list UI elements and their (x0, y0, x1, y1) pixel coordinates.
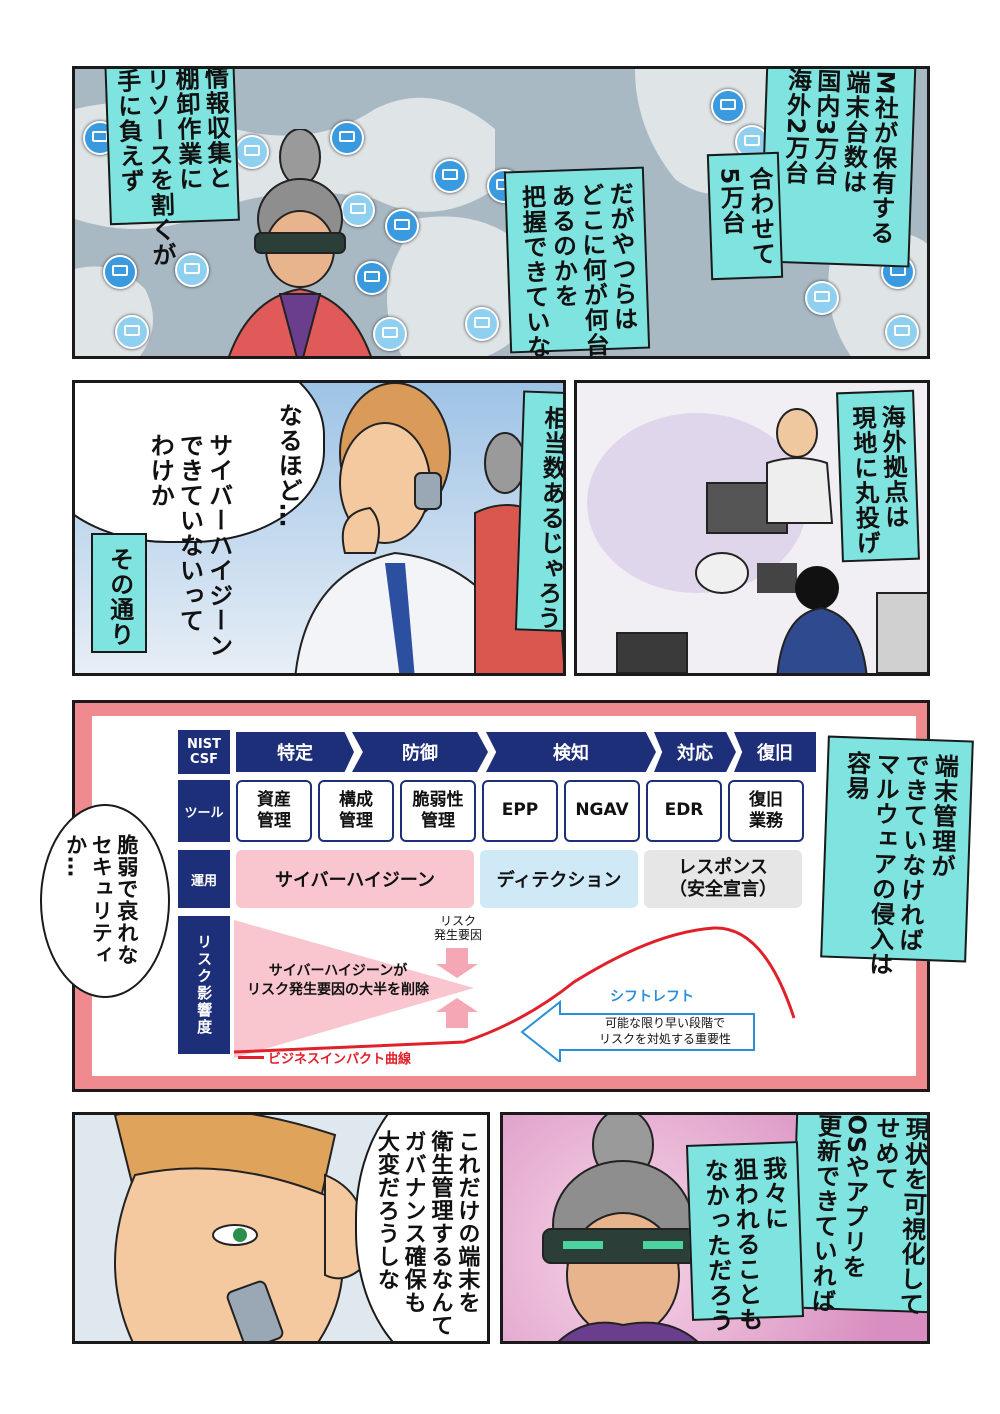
caption-device-count: M社が保有する 端末台数は 国内3万台 海外2万台 (759, 69, 917, 268)
caption-overseas: 海外拠点は 現地に丸投げ (836, 389, 920, 563)
computer-icon (433, 159, 467, 193)
row-label-risk: リスク影響度 (178, 916, 230, 1054)
computer-icon (355, 261, 389, 295)
old-woman-figure (228, 129, 372, 356)
ops-cyber-hygiene: サイバーハイジーン (236, 850, 474, 908)
panel-2: なるほど… サイバーハイジーン できていないって わけか その通り アプリやパッ… (72, 380, 566, 676)
phase-protect: 防御 (352, 732, 488, 772)
tool-configuration-management: 構成 管理 (318, 780, 394, 842)
computer-icon (711, 89, 745, 123)
risk-arrow-down (436, 948, 478, 978)
caption-malware: 端末管理が できていなければ マルウェアの侵入は 容易 (820, 735, 974, 977)
caption-total: 合わせて 5万台 (706, 151, 784, 281)
speech-bubble-weak-security (40, 804, 170, 998)
computer-icon (175, 253, 209, 287)
caption-that-is-right: その通り (91, 533, 147, 653)
curve-legend-line (238, 1056, 264, 1059)
caption-outdated-devices: アプリやパッチの 最新化も ままならない端末が 相当数あるじゃろう (514, 390, 563, 636)
shift-left-note: 可能な限り早い段階で リスクを対処する重要性 (598, 1016, 731, 1046)
caption-unknown-devices: だがやつらは どこに何が何台 あるのかを 把握できていない (503, 166, 651, 356)
speech-text-1: なるほど… (274, 403, 303, 528)
ops-response: レスポンス （安全宣言） (644, 850, 802, 908)
speech-text-2: サイバーハイジーン できていないって わけか (146, 433, 233, 658)
phase-identify: 特定 (236, 732, 354, 772)
tool-edr: EDR (646, 780, 722, 842)
hygiene-wedge (234, 920, 474, 1058)
computer-icon (805, 281, 839, 315)
caption-not-targeted: 我々に 狙われることも なかっただろう (685, 1141, 805, 1333)
row-label-tool: ツール (178, 780, 230, 842)
computer-icon (115, 315, 149, 349)
speech-text-governance: これだけの端末を 衛生管理するなんて ガバナンス確保も 大変だろうしな (373, 1130, 480, 1337)
phase-recover: 復旧 (734, 732, 816, 772)
risk-impact-chart (234, 920, 796, 1062)
curve-label: ビジネスインパクト曲線 (238, 1048, 411, 1067)
speech-bubble-governance (355, 1115, 487, 1341)
row-label-ops: 運用 (178, 850, 230, 908)
ops-detection: ディテクション (480, 850, 638, 908)
row-label-nist: NIST CSF (178, 730, 230, 774)
business-impact-curve (234, 926, 796, 1054)
tool-epp: EPP (482, 780, 558, 842)
caption-resources: 情報収集と 棚卸作業に リソースを割くが 手に負えず (104, 69, 240, 268)
phase-detect: 検知 (486, 732, 656, 772)
speech-text-weak-security: 脆弱で哀れな セキュリティ か… (63, 834, 139, 966)
speech-bubble-naruhodo (75, 383, 325, 543)
tool-asset-management: 資産 管理 (236, 780, 312, 842)
panel-5 (72, 1112, 490, 1344)
computer-icon (373, 317, 407, 351)
shift-left-title: シフトレフト (610, 989, 694, 1005)
hygiene-note: サイバーハイジーンが リスク発生要因の大半を削除 (247, 963, 429, 998)
panel-1: 情報収集と 棚卸作業に リソースを割くが 手に負えず だがやつらは どこに何が何… (72, 66, 930, 359)
risk-arrow-up (436, 998, 478, 1028)
man-smirking-figure (113, 1115, 368, 1341)
panel-3: 海外拠点は 現地に丸投げ (574, 380, 930, 676)
caption-visualize: 現状を可視化して せめて OSやアプリを 更新できていれば (789, 1115, 927, 1317)
risk-factor-label: リスク 発生要因 (433, 914, 482, 943)
panel-6: 現状を可視化して せめて OSやアプリを 更新できていれば 我々に 狙われること… (500, 1112, 930, 1344)
computer-icon (885, 315, 919, 349)
shift-left-arrow (520, 999, 755, 1062)
computer-icon (385, 209, 419, 243)
computer-icon (103, 255, 137, 289)
tool-recovery: 復旧 業務 (728, 780, 804, 842)
old-woman-closeup-figure (542, 1115, 704, 1341)
computer-icon (465, 307, 499, 341)
tool-ngav: NGAV (564, 780, 640, 842)
tool-vulnerability-management: 脆弱性 管理 (400, 780, 476, 842)
phase-respond: 対応 (654, 732, 736, 772)
overwhelmed-workers-figure (577, 383, 927, 673)
computer-icon (330, 121, 364, 155)
